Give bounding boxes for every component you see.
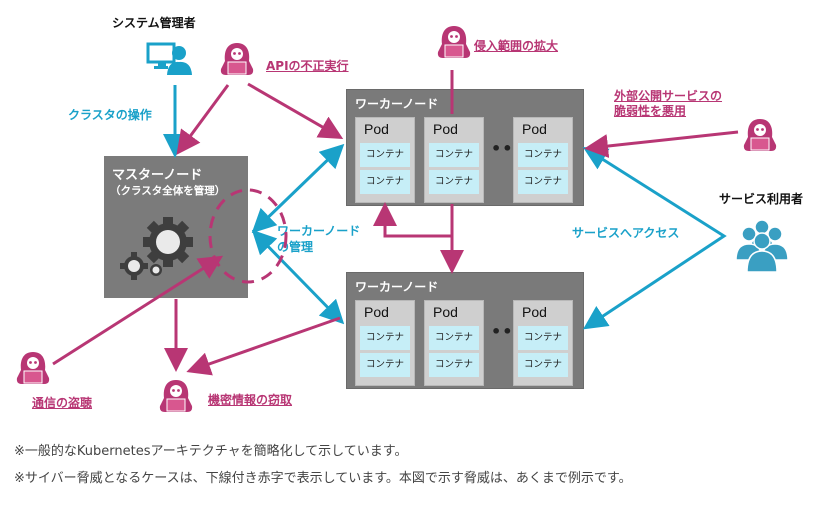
pod-label: Pod (433, 304, 458, 320)
container: コンテナ (360, 170, 410, 194)
threat-eavesdropping: 通信の盗聴 (32, 396, 93, 410)
arrow-eavesdrop (52, 255, 224, 366)
pod: Pod コンテナ コンテナ (513, 117, 573, 203)
master-node-subtitle: （クラスタ全体を管理） (110, 185, 226, 197)
arrow-exploit (584, 130, 739, 158)
pod-label: Pod (364, 304, 389, 320)
container: コンテナ (429, 353, 479, 377)
pod: Pod コンテナ コンテナ (513, 300, 573, 386)
note-1: ※一般的なKubernetesアーキテクチャを簡略化して示しています。 (14, 444, 408, 459)
threat-data-theft: 機密情報の窃取 (208, 393, 293, 407)
pod-label: Pod (433, 121, 458, 137)
worker-node-title: ワーカーノード (355, 280, 439, 294)
hacker-icon-api (218, 41, 256, 81)
arrow-service-access (587, 148, 727, 328)
container: コンテナ (429, 326, 479, 350)
hacker-icon-exploit (741, 117, 779, 157)
container: コンテナ (360, 143, 410, 167)
user-group-icon (734, 218, 790, 278)
hacker-icon-lateral (435, 24, 473, 64)
arrow-worker-to-theft (186, 316, 341, 376)
arrow-manage-worker-1 (251, 143, 345, 234)
worker-node-1: ワーカーノード Pod コンテナ コンテナ Pod コンテナ コンテナ ••• … (346, 89, 584, 206)
arrow-manage-worker-2 (251, 229, 345, 325)
threat-lateral-movement: 侵入範囲の拡大 (474, 39, 559, 53)
pod: Pod コンテナ コンテナ (424, 117, 484, 203)
container: コンテナ (518, 353, 568, 377)
note-2: ※サイバー脅威となるケースは、下線付き赤字で表示しています。本図で示す脅威は、あ… (14, 471, 632, 486)
container: コンテナ (518, 143, 568, 167)
arrow-api-to-worker (247, 82, 344, 140)
threat-exploit-line2: 脆弱性を悪用 (614, 104, 687, 118)
worker-node-2: ワーカーノード Pod コンテナ コンテナ Pod コンテナ コンテナ ••• … (346, 272, 584, 389)
pod: Pod コンテナ コンテナ (355, 300, 415, 386)
admin-label: システム管理者 (112, 16, 196, 30)
container: コンテナ (429, 170, 479, 194)
threat-api-abuse: APIの不正実行 (266, 59, 349, 73)
hacker-icon-eavesdrop (14, 350, 52, 390)
container: コンテナ (518, 326, 568, 350)
container: コンテナ (429, 143, 479, 167)
worker-node-title: ワーカーノード (355, 97, 439, 111)
master-node: マスターノード （クラスタ全体を管理） (104, 156, 248, 298)
pod: Pod コンテナ コンテナ (424, 300, 484, 386)
pod: Pod コンテナ コンテナ (355, 117, 415, 203)
pod-label: Pod (364, 121, 389, 137)
eavesdrop-zone (208, 188, 288, 284)
pod-label: Pod (522, 121, 547, 137)
threat-exploit-line1: 外部公開サービスの (614, 89, 723, 103)
cluster-operation-label: クラスタの操作 (68, 108, 152, 122)
gears-icon (116, 216, 206, 290)
container: コンテナ (360, 326, 410, 350)
master-node-title: マスターノード (112, 168, 203, 183)
service-access-label: サービスへアクセス (572, 226, 680, 240)
admin-pc-user-icon (146, 41, 194, 77)
container: コンテナ (518, 170, 568, 194)
arrow-lateral-spread (373, 202, 454, 238)
arrow-api-to-master (176, 84, 230, 155)
hacker-icon-theft (157, 378, 195, 418)
pod-label: Pod (522, 304, 547, 320)
container: コンテナ (360, 353, 410, 377)
service-users-label: サービス利用者 (719, 192, 804, 206)
